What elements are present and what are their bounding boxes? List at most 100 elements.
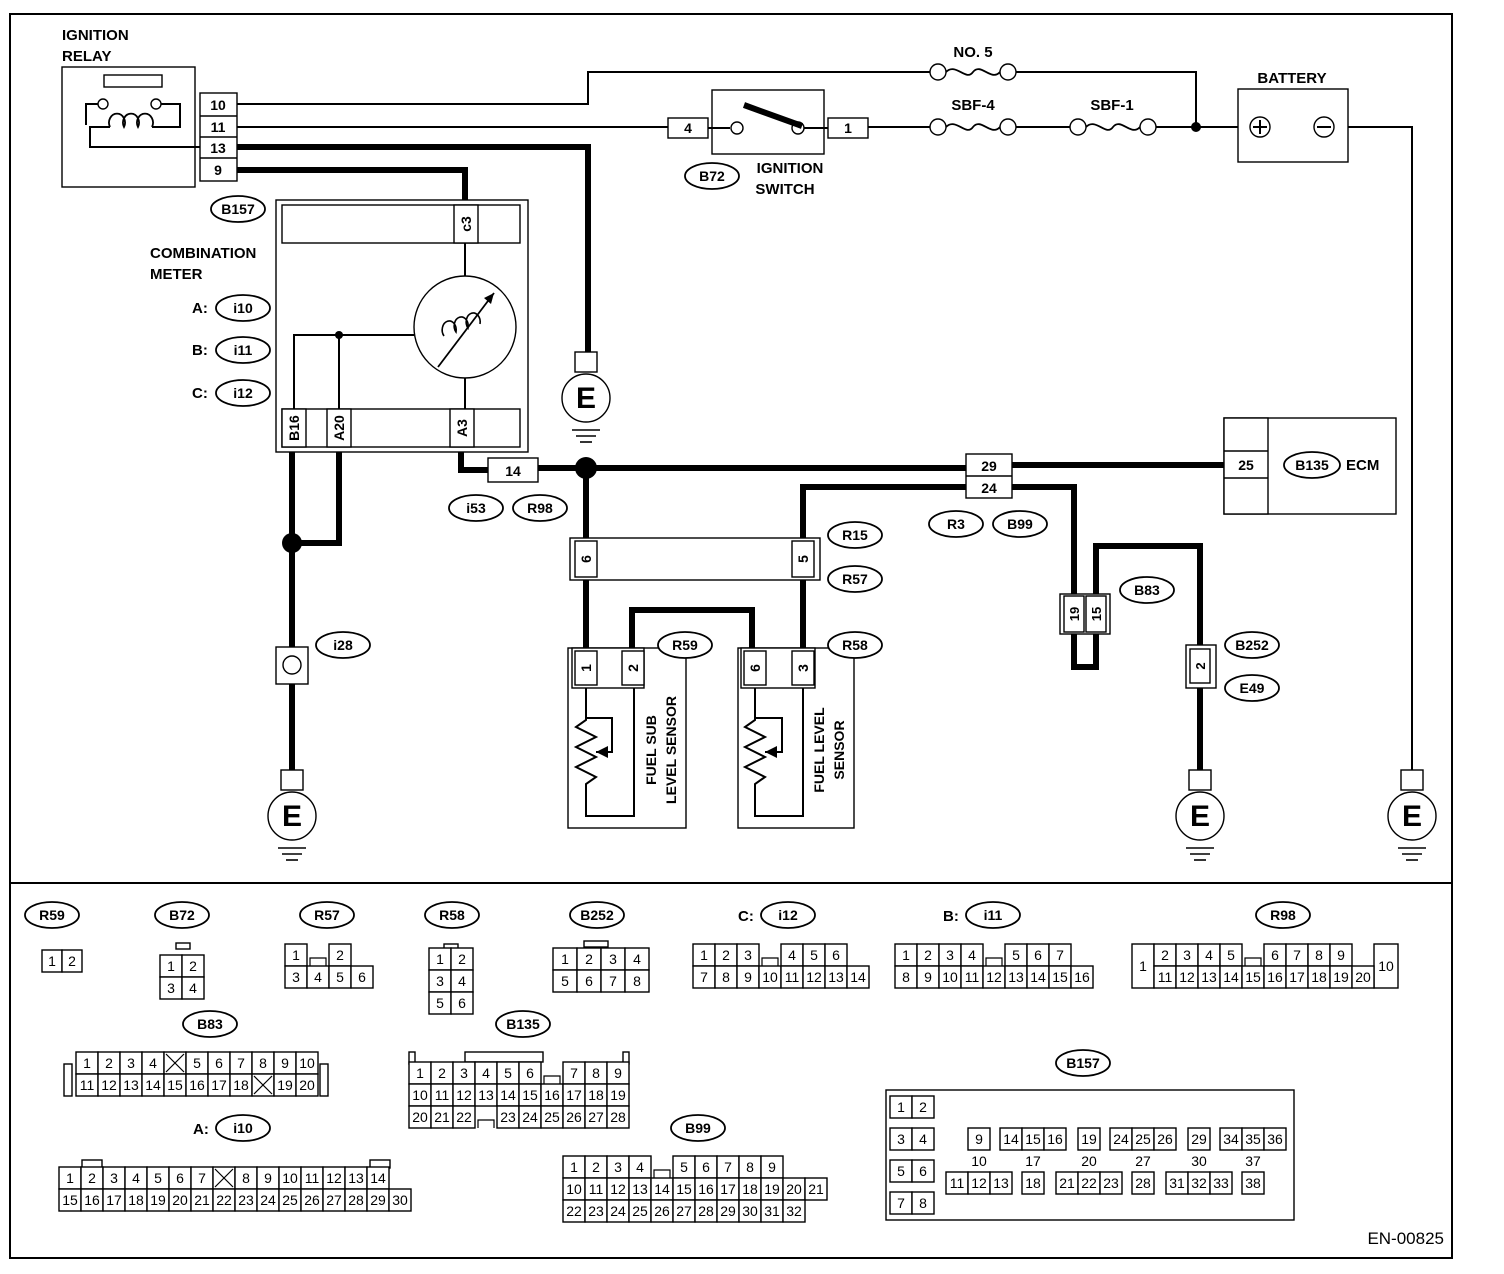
connector-pin-number: 4 [482,1065,490,1081]
connector-tag-i10-text: i10 [233,300,253,316]
wire-r3-b83 [1012,484,1077,594]
connector-cavity [1241,1171,1265,1195]
connector-cavity [911,1191,935,1215]
connector-cavity [350,965,374,989]
connector-r3-pin-24: 24 [981,480,997,496]
connector-pin-number: 30 [742,1203,758,1219]
face-tag-text-R98: R98 [1270,907,1296,923]
ecm-pin-25: 25 [1238,457,1254,473]
connector-pin-number: 12 [806,969,822,985]
fuel-level-sensor-label-1: FUEL LEVEL [811,707,827,793]
connector-pin-number: 19 [610,1087,626,1103]
connector-pin-number: 26 [1157,1131,1173,1147]
connector-tag-i11 [215,336,271,364]
connector-pin-number: 4 [189,980,197,996]
relay-contact-bar [103,74,163,88]
face-title-B157: B157 [1055,1049,1111,1077]
connector-pin-number: 22 [1081,1175,1097,1191]
connector-pin-number: 4 [314,969,322,985]
connector-pin-number: 10 [412,1087,428,1103]
connector-pin-number: 11 [589,1181,604,1197]
face-tag-B83 [182,1010,238,1038]
connector-pin-number: 6 [832,947,840,963]
connector-pin-number: 2 [438,1065,446,1081]
connector-tag-i12 [215,379,271,407]
connector-tag-e49 [1224,674,1280,702]
connector-b83-pin19-box [1063,595,1085,633]
connector-pin-number: 25 [544,1109,560,1125]
connector-pin-number: 12 [101,1077,117,1093]
connector-pin-number: 10 [1378,958,1394,974]
fuse-no5-label: NO. 5 [953,44,992,61]
face-title-B72: B72 [154,901,210,929]
face-tag-B252 [569,901,625,929]
connector-pin-number: 17 [211,1077,227,1093]
combination-meter-label-1: COMBINATION [150,245,256,262]
ignition-relay-label-1: IGNITION [62,27,129,44]
connector-pin-number: 13 [1008,969,1024,985]
connector-pin-number: 6 [358,969,366,985]
connector-pin-number: 38 [1245,1175,1261,1191]
connector-pin-number: 14 [145,1077,161,1093]
meter-pin-c3-box [453,204,479,244]
connector-pin-number: 6 [585,973,593,989]
connector-tag-i53 [448,494,504,522]
connector-pin-number: 20 [786,1181,802,1197]
connector-pin-number: 34 [1223,1131,1239,1147]
wire-r3-24-r15-5 [800,484,966,538]
gauge-coil-icon [441,312,481,337]
fuse-terminal [1139,118,1157,136]
connector-pin-number: 3 [614,1159,622,1175]
face-tag-B157 [1055,1049,1111,1077]
face-title-R59: R59 [24,901,80,929]
connector-pin-number: 10 [566,1181,582,1197]
face-tag-B72 [154,901,210,929]
fuel-sub-level-sensor: 1 2 FUEL SUB LEVEL SENSOR R59 [567,631,713,829]
connector-pin-number: 24 [522,1109,538,1125]
connector-pin-number: 15 [676,1181,692,1197]
fuse-terminal [929,118,947,136]
connector-pin-number: 25 [1135,1131,1151,1147]
connector-pin-number: 1 [570,1159,578,1175]
meter-top-connector [281,204,521,244]
connector-r15-pin-5: 5 [795,555,811,563]
connector-pin-number: 4 [1205,947,1213,963]
connector-pin-number: 4 [132,1170,140,1186]
connector-key-notch [309,957,327,966]
connector-pin-number: 4 [919,1131,927,1147]
connector-key-notch [1244,957,1262,966]
fuel-level-pin3-box [791,650,815,686]
connector-pin-number: 15 [522,1087,538,1103]
connector-cavity [1099,1171,1123,1195]
face-prefix-i11: B: [943,908,959,925]
connector-pin-number: 14 [850,969,866,985]
relay-contact-left [97,98,109,110]
connector-cavity [1131,1171,1155,1195]
connector-pin-number: 19 [1333,969,1349,985]
connector-pin-number: 26 [304,1192,320,1208]
connector-tag-b99-text: B99 [1007,516,1033,532]
connector-pin-number: 12 [610,1181,626,1197]
connector-pin-number: 8 [1315,947,1323,963]
connector-pin-number: 2 [585,951,593,967]
connector-pin-number: 14 [500,1087,516,1103]
fuse-no5-icon [945,68,1001,76]
connector-pin-number: 1 [700,947,708,963]
connector-pin-number: 2 [336,947,344,963]
connector-pin-number: 35 [1245,1131,1261,1147]
connector-pin-number: 1 [83,1055,91,1071]
face-title-i12: C:i12 [738,901,816,929]
connector-b83-pin-15: 15 [1089,607,1104,621]
connector-pin-number: 23 [238,1192,254,1208]
connector-b83-pin15-box [1085,595,1107,633]
connector-key-notch [761,957,779,966]
connector-pin-number: 1 [48,953,56,969]
connector-cavity [989,1171,1013,1195]
connector-pin-number: 23 [588,1203,604,1219]
connector-tag-b252-text: B252 [1235,637,1269,653]
diagram-frame [9,13,1453,1259]
